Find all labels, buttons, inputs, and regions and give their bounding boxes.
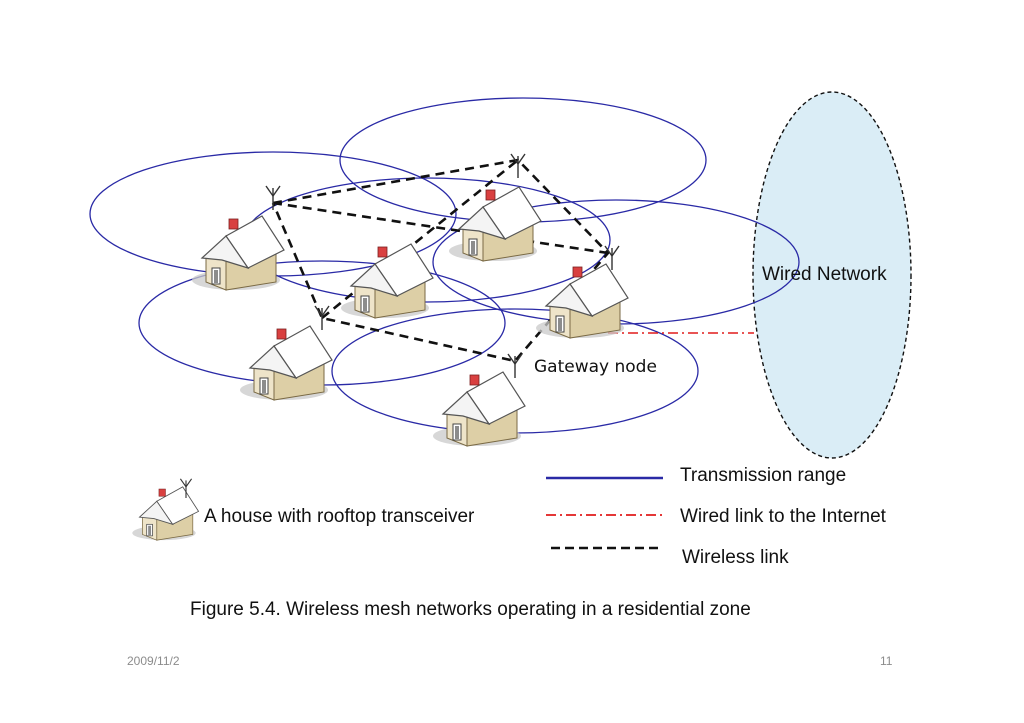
house-icon bbox=[535, 263, 629, 339]
legend-wireless-link-label: Wireless link bbox=[682, 547, 789, 568]
transmission-ranges bbox=[89, 97, 800, 434]
house-icon bbox=[239, 325, 333, 401]
house-icon bbox=[340, 243, 434, 319]
antenna-icon bbox=[265, 185, 281, 211]
legend-house-symbol bbox=[131, 486, 199, 541]
antenna-icon bbox=[507, 353, 523, 379]
gateway-node-label: Gateway node bbox=[534, 357, 657, 377]
wireless-link bbox=[271, 158, 610, 363]
house-icon bbox=[448, 186, 542, 262]
wired-network-cloud bbox=[752, 91, 912, 459]
footer-page-number: 11 bbox=[880, 654, 893, 668]
wireless-links bbox=[271, 158, 610, 363]
legend-house-label: A house with rooftop transceiver bbox=[204, 506, 475, 527]
house-icon bbox=[432, 371, 526, 447]
figure-caption: Figure 5.4. Wireless mesh networks opera… bbox=[190, 599, 751, 620]
footer-date: 2009/11/2 bbox=[127, 654, 180, 668]
wireless-link bbox=[272, 201, 609, 255]
legend-wired-link-label: Wired link to the Internet bbox=[680, 506, 886, 527]
wired-network-label: Wired Network bbox=[762, 264, 887, 285]
house-icon bbox=[191, 215, 285, 291]
legend-transmission-range-label: Transmission range bbox=[680, 465, 847, 486]
wireless-link bbox=[321, 158, 519, 320]
